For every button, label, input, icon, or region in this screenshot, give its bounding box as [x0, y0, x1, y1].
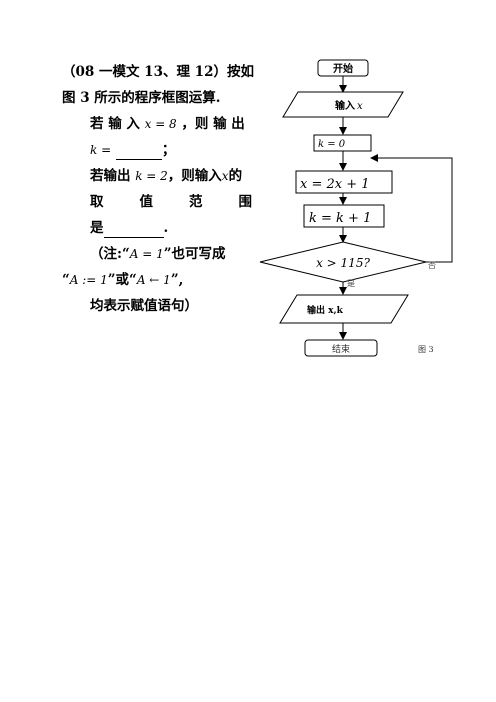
- text-output-phrase: ，则 输 出: [181, 116, 245, 132]
- problem-line-4: k = ；: [62, 140, 252, 166]
- flow-output-text: 输出 x,k: [307, 304, 344, 316]
- text-input-phrase: 若 输 入: [90, 116, 140, 132]
- flow-start-text: 开始: [333, 62, 353, 75]
- char-wei: 围: [238, 194, 253, 210]
- note-assignment-statement: 均表示赋值语句）: [90, 298, 198, 314]
- char-fan: 范: [189, 194, 203, 210]
- char-qu: 取: [90, 194, 104, 210]
- char-zhi: 值: [139, 194, 154, 210]
- problem-line-3: 若 输 入 x = 8 ，则 输 出: [62, 114, 252, 140]
- answer-blank-2[interactable]: [103, 223, 164, 238]
- math-x-equals-8: x = 8: [144, 117, 177, 131]
- note-or: ”或“: [107, 272, 137, 288]
- problem-line-1: （08 一模文 13、理 12）按如: [62, 62, 254, 88]
- flow-assign-k-box: [303, 204, 385, 228]
- figure-label: 图 3: [418, 345, 434, 354]
- problem-note-1: （注:“A = 1”也可写成: [62, 244, 252, 270]
- flow-assign-x-text: x = 2x + 1: [300, 177, 370, 192]
- problem-text: （08 一模文 13、理 12）按如 图 3 所示的程序框图运算. 若 输 入 …: [62, 62, 254, 322]
- flow-init-text: k = 0: [318, 139, 346, 150]
- char-shi: 是: [90, 220, 104, 236]
- math-a-arrow-1: A ← 1: [136, 273, 171, 287]
- math-a-equals-1: A = 1: [129, 247, 164, 261]
- problem-note-3: 均表示赋值语句）: [62, 296, 252, 322]
- problem-note-2: “A := 1”或“A ← 1”,: [62, 270, 252, 296]
- answer-blank-1[interactable]: [115, 145, 162, 160]
- problem-intro: 图 3 所示的程序框图运算.: [62, 90, 221, 106]
- note-open: （注:“: [90, 246, 130, 262]
- flow-input-box: [282, 91, 404, 118]
- flow-no-label: 否: [428, 261, 436, 270]
- note-can-write: ”也可写成: [163, 246, 226, 262]
- math-k-equals: k =: [90, 143, 112, 157]
- flow-input-var: x: [357, 101, 363, 112]
- problem-line-2: 图 3 所示的程序框图运算.: [62, 88, 252, 114]
- flow-yes-label: 是: [347, 279, 355, 288]
- problem-line-6: 取 值 范 围: [62, 192, 252, 218]
- problem-line-5: 若输出 k = 2，则输入x的: [62, 166, 252, 192]
- math-k-equals-2: k = 2: [135, 169, 168, 183]
- problem-source: （08 一模文 13、理 12）按如: [62, 64, 254, 80]
- quote-close: ”,: [170, 272, 184, 288]
- flow-assign-x-box: [295, 170, 393, 194]
- text-then-input: ，则输入: [167, 168, 222, 184]
- text-of: 的: [228, 168, 243, 184]
- flow-decision-text: x > 115?: [316, 256, 370, 270]
- flow-end-text: 结束: [332, 343, 350, 355]
- math-a-assign-1: A := 1: [69, 273, 108, 287]
- flow-input-text: 输入: [335, 99, 355, 112]
- problem-line-7: 是.: [62, 218, 252, 244]
- flow-no-loop: [370, 154, 453, 263]
- flow-output-box: [279, 294, 409, 324]
- punct-semicolon: ；: [161, 142, 176, 158]
- flow-end-box: [304, 339, 378, 357]
- math-x: x: [221, 169, 229, 183]
- punct-period: .: [163, 220, 169, 236]
- quote-open: “: [62, 272, 70, 288]
- flow-assign-k-text: k = k + 1: [309, 211, 371, 226]
- text-if-output: 若输出: [90, 168, 131, 184]
